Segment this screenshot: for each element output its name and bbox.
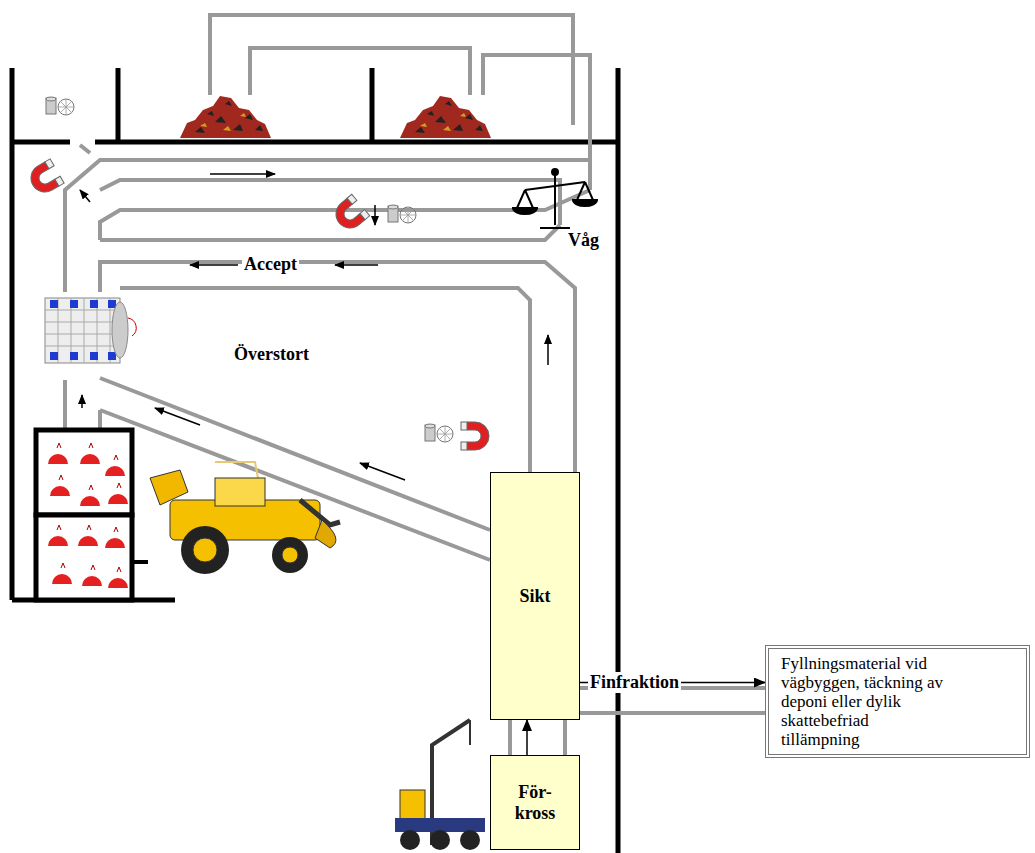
belt-label: Accept [242,254,299,275]
node-text: Sikt [519,586,550,606]
belt-label: Överstort [232,344,311,365]
flow-connector [526,720,528,755]
node-text: För- kross [509,782,561,822]
node-text: Fyllningsmaterial vid vägbyggen, täcknin… [781,654,951,749]
edge-label: Finfraktion [588,672,681,693]
sieve-box: Sikt [490,472,580,720]
output-note-box: Fyllningsmaterial vid vägbyggen, täcknin… [765,645,1030,758]
scale-label: Våg [566,230,601,251]
precrusher-box: För- kross [490,755,580,850]
